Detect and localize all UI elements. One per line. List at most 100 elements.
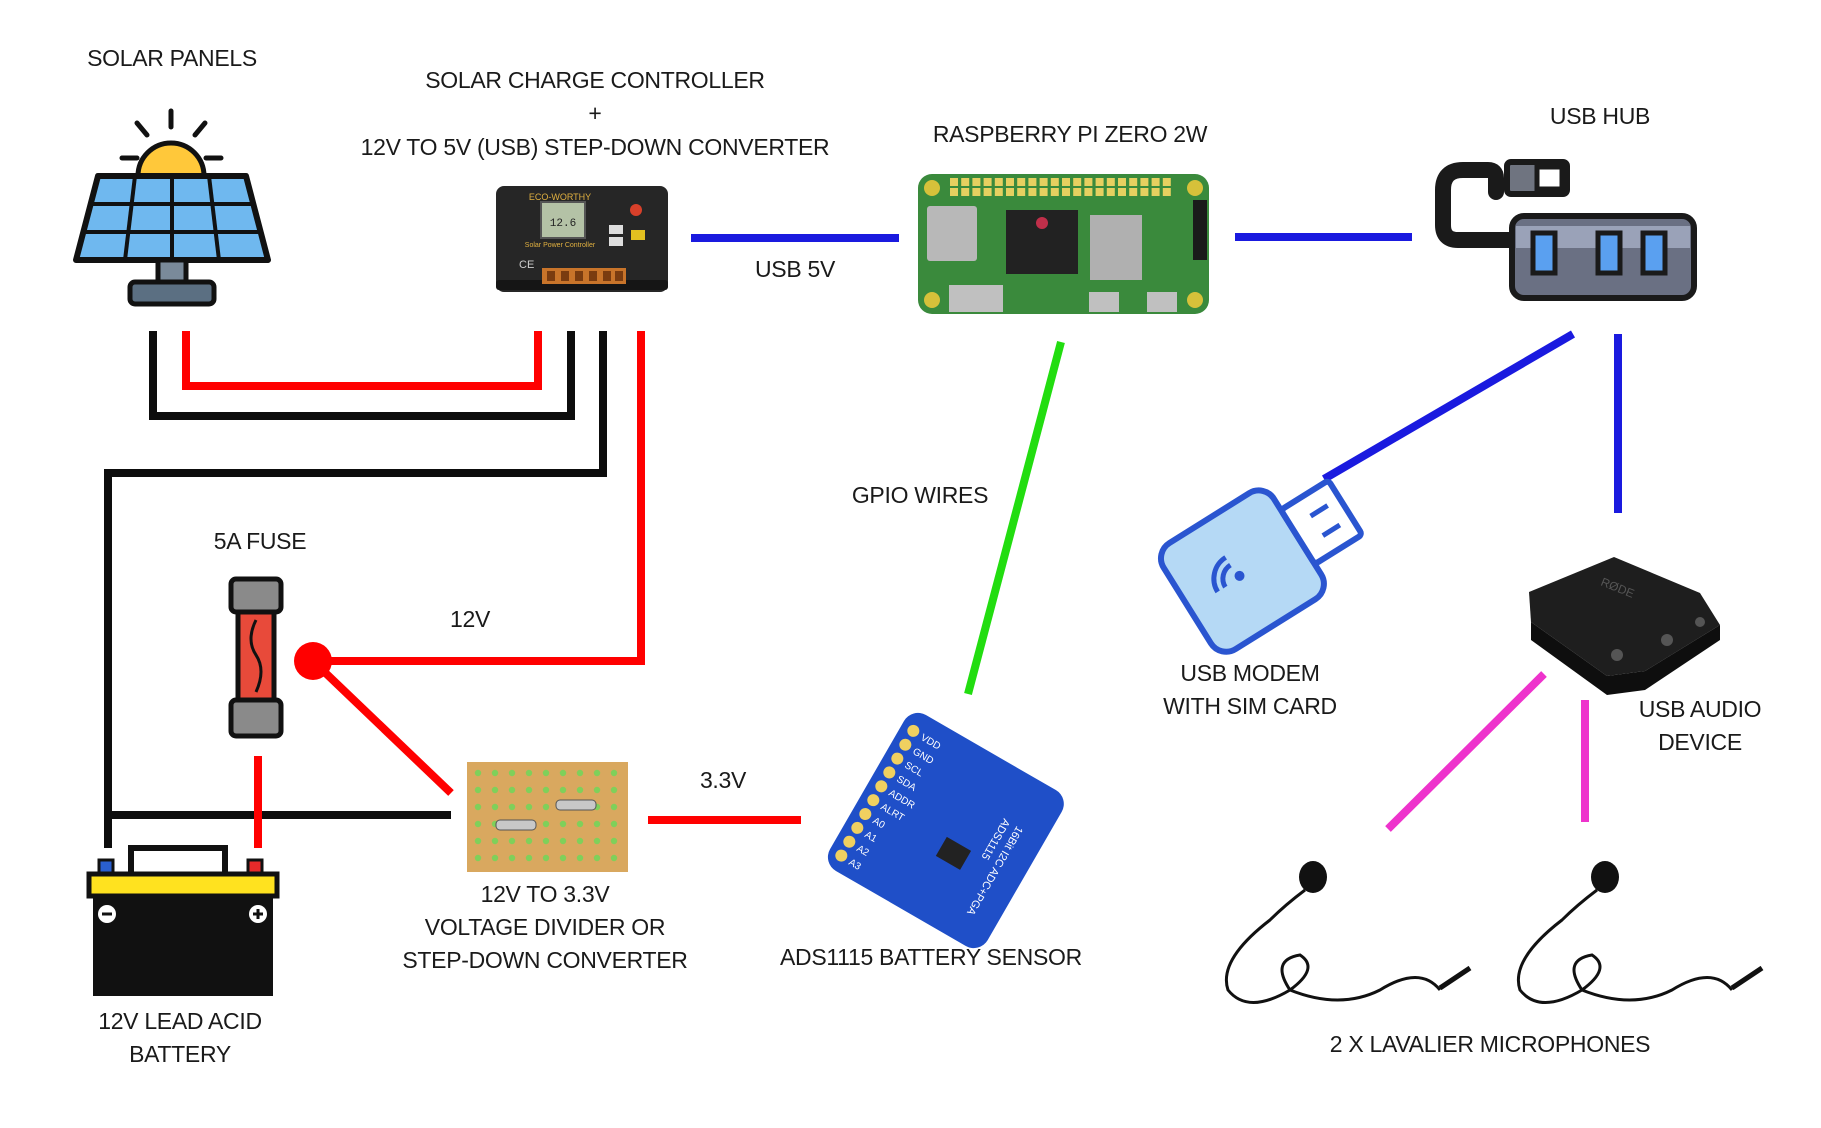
stripboard-hole <box>559 820 567 828</box>
stripboard-hole <box>542 820 550 828</box>
ads-pin-hole <box>899 738 912 751</box>
gpio-pin <box>961 188 970 196</box>
stripboard-hole <box>593 837 601 845</box>
wire-panel-positive <box>182 331 542 390</box>
usb-modem-icon <box>1158 478 1364 655</box>
stripboard-hole <box>542 769 550 777</box>
gpio-pin <box>983 178 992 186</box>
gpio-pin <box>1050 178 1059 186</box>
gpio-pin <box>1129 188 1138 196</box>
fuse-label: 5A FUSE <box>213 528 307 554</box>
gpio-pin <box>1095 188 1104 196</box>
microphones-label: 2 X LAVALIER MICROPHONES <box>1329 1031 1651 1057</box>
stripboard-hole <box>559 837 567 845</box>
ads-pin-hole <box>843 835 856 848</box>
stripboard-hole <box>610 854 618 862</box>
stripboard-hole <box>576 820 584 828</box>
gpio-pin <box>1151 178 1160 186</box>
wire-12v-positive <box>313 331 645 665</box>
ads-pin-hole <box>875 780 888 793</box>
gpio-pin <box>1006 178 1014 186</box>
gpio-pin <box>1162 188 1171 196</box>
stripboard-hole <box>474 820 482 828</box>
gpio-pin <box>1084 188 1093 196</box>
stripboard-hole <box>559 854 567 862</box>
gpio-pin <box>1062 178 1070 186</box>
usb-5v-label: USB 5V <box>754 256 835 282</box>
usb-audio-device: RØDE <box>1529 557 1720 695</box>
gpio-pin <box>1062 188 1070 196</box>
lavalier-mic-icon <box>1516 861 1764 1004</box>
stripboard-hole <box>474 769 482 777</box>
usb-modem-label-line2: WITH SIM CARD <box>1163 693 1337 719</box>
stripboard-hole <box>542 837 550 845</box>
stripboard-hole <box>525 786 533 794</box>
gpio-pin <box>994 188 1003 196</box>
ads-sensor-label: ADS1115 BATTERY SENSOR <box>780 944 1082 970</box>
raspberry-pi-label: RASPBERRY PI ZERO 2W <box>932 121 1208 147</box>
ads-pin-hole <box>851 821 864 834</box>
stripboard-hole <box>525 837 533 845</box>
stripboard-hole <box>576 786 584 794</box>
usb-audio-label-line1: USB AUDIO <box>1638 696 1762 722</box>
stripboard-hole <box>474 803 482 811</box>
gpio-pin <box>1039 188 1048 196</box>
usb-audio-label-line2: DEVICE <box>1658 729 1742 755</box>
stripboard-hole <box>508 854 516 862</box>
ads-pin-label: A2 <box>854 843 870 859</box>
stripboard-hole <box>491 769 499 777</box>
charge-controller-device: 12.6 ECO-WORTHY Solar Power Controller C… <box>496 186 668 292</box>
wire-audio-mic-1 <box>1385 671 1547 832</box>
gpio-pin <box>1151 188 1160 196</box>
gpio-pin <box>1118 178 1126 186</box>
gpio-pin <box>1006 188 1014 196</box>
stripboard-hole <box>576 769 584 777</box>
ads-pin-hole <box>907 724 920 737</box>
gpio-pin <box>1028 178 1037 186</box>
ads-pin-hole <box>867 794 880 807</box>
stripboard-hole <box>610 837 618 845</box>
battery-label-line1: 12V LEAD ACID <box>98 1008 262 1034</box>
stripboard-hole <box>508 769 516 777</box>
gpio-pin <box>1129 178 1138 186</box>
gpio-pin <box>1050 188 1059 196</box>
stripboard-hole <box>491 803 499 811</box>
controller-brand-text: ECO-WORTHY <box>529 192 591 202</box>
gpio-pin <box>1073 188 1082 196</box>
stripboard-hole <box>593 786 601 794</box>
stripboard-hole <box>508 837 516 845</box>
gpio-pin <box>1028 188 1037 196</box>
wire-hub-to-modem <box>1321 330 1576 483</box>
ads-pin-label: A0 <box>870 816 886 832</box>
stripboard-divider <box>467 762 628 872</box>
stripboard-hole <box>491 837 499 845</box>
stripboard-hole <box>491 854 499 862</box>
gpio-pin <box>972 178 981 186</box>
battery-label-line2: BATTERY <box>129 1041 231 1067</box>
gpio-pin <box>1073 178 1082 186</box>
controller-name-text: Solar Power Controller <box>525 242 596 249</box>
gpio-pin <box>1140 178 1149 186</box>
gpio-pin <box>950 178 958 186</box>
gpio-pin <box>1106 188 1115 196</box>
gpio-pin <box>1095 178 1104 186</box>
stripboard-hole <box>593 854 601 862</box>
wire-panel-negative <box>149 331 575 420</box>
controller-button <box>630 204 642 216</box>
ads-pin-hole <box>891 752 904 765</box>
gpio-wires-label: GPIO WIRES <box>851 482 989 508</box>
ads-pin-label: A1 <box>862 829 878 845</box>
raspberry-pi-board <box>918 174 1209 314</box>
gpio-pin <box>950 188 958 196</box>
stripboard-hole <box>474 786 482 794</box>
gpio-pin <box>1162 178 1171 186</box>
charge-controller-label-line2: + <box>588 100 602 126</box>
divider-label-line1: 12V TO 3.3V <box>480 881 610 907</box>
divider-label-line2: VOLTAGE DIVIDER OR <box>424 914 666 940</box>
stripboard-hole <box>542 803 550 811</box>
stripboard-hole <box>610 786 618 794</box>
stripboard-hole <box>593 820 601 828</box>
fuse-icon <box>228 576 284 739</box>
